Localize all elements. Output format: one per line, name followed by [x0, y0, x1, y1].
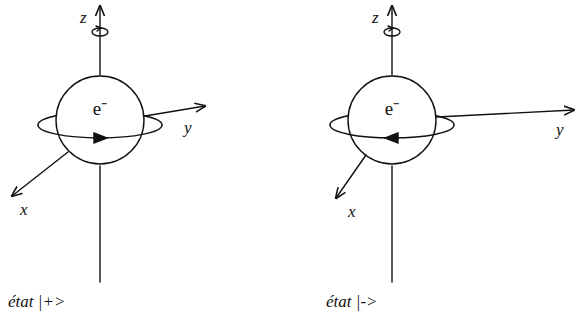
sphere-outline: [347, 75, 437, 165]
z-axis: [99, 6, 100, 75]
equator: [330, 116, 348, 125]
equator: [144, 116, 162, 125]
axis-label: x: [20, 200, 28, 220]
equator: [436, 116, 454, 125]
x-axis: [336, 155, 366, 198]
particle-label: e⁻: [347, 95, 437, 121]
y-axis: [437, 110, 574, 117]
x-axis: [12, 152, 68, 196]
sphere-outline: [55, 75, 145, 165]
electron-sphere: e⁻: [347, 75, 437, 165]
state-label: état |->: [326, 292, 378, 312]
electron-sphere: e⁻: [55, 75, 145, 165]
axis-label: x: [348, 202, 356, 222]
spin-arrowhead: [385, 133, 398, 143]
axis-label: y: [556, 120, 564, 140]
equator: [38, 116, 56, 125]
axis-label: z: [80, 8, 87, 28]
sphere: [56, 76, 144, 164]
state-label: état |+>: [8, 292, 65, 312]
sphere: [348, 76, 436, 164]
spin-arrowhead: [94, 133, 107, 143]
rotation-arrow: [96, 26, 101, 31]
y-axis: [145, 106, 205, 116]
axis-label: y: [184, 118, 192, 138]
z-axis: [391, 6, 392, 75]
z-axis: [99, 166, 100, 282]
z-axis: [391, 166, 392, 282]
particle-label: e⁻: [55, 95, 145, 121]
axis-label: z: [372, 8, 379, 28]
rotation-arrow: [388, 26, 393, 31]
